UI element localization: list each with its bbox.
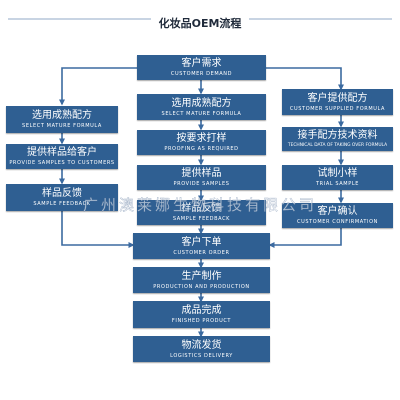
step-label: 客户提供配方 bbox=[307, 92, 368, 104]
step-label: 物流发货 bbox=[181, 339, 222, 351]
step-sublabel: PROVIDE SAMPLES bbox=[173, 181, 230, 187]
step-sublabel: SELECT MATURE FORMULA bbox=[22, 123, 102, 129]
step-provide-samples-left: 提供样品给客户 PROVIDE SAMPLES TO CUSTOMERS bbox=[6, 144, 118, 169]
step-proofing: 按要求打样 PROOFING AS REQUIRED bbox=[137, 130, 266, 155]
step-sublabel: SELECT MATURE FORMULA bbox=[161, 110, 242, 117]
step-production: 生产制作 PRODUCTION AND PRODUCTION bbox=[133, 267, 270, 293]
step-sublabel: LOGISTICS DELIVERY bbox=[170, 352, 233, 359]
step-take-over-formula: 接手配方技术资料 TECHNICAL DATA OF TAKING OVER F… bbox=[282, 127, 393, 151]
step-customer-supplied-formula: 客户提供配方 CUSTOMER SUPPLIED FORMULA bbox=[282, 89, 393, 115]
step-label: 客户确认 bbox=[317, 206, 358, 217]
step-customer-demand: 客户需求 CUSTOMER DEMAND bbox=[137, 55, 266, 80]
connector-demand-to-left bbox=[59, 67, 137, 106]
step-label: 选用成熟配方 bbox=[32, 110, 92, 121]
step-label: 客户需求 bbox=[181, 58, 222, 69]
step-sublabel: SAMPLE FEEDBACK bbox=[33, 201, 91, 207]
step-finished-product: 成品完成 FINISHED PRODUCT bbox=[133, 301, 270, 328]
step-sublabel: CUSTOMER CONFIRMATION bbox=[297, 219, 378, 225]
step-sublabel: FINISHED PRODUCT bbox=[171, 318, 232, 324]
step-sublabel: PRODUCTION AND PRODUCTION bbox=[153, 283, 250, 290]
connector-right-confirm-to-order bbox=[268, 228, 342, 248]
step-label: 按要求打样 bbox=[176, 133, 227, 144]
step-label: 选用成熟配方 bbox=[171, 97, 232, 109]
step-select-formula-left: 选用成熟配方 SELECT MATURE FORMULA bbox=[6, 106, 118, 133]
step-sublabel: TECHNICAL DATA OF TAKING OVER FORMULA bbox=[287, 142, 388, 148]
step-label: 试制小样 bbox=[317, 168, 358, 179]
step-logistics-delivery: 物流发货 LOGISTICS DELIVERY bbox=[133, 336, 270, 362]
step-label: 提供样品给客户 bbox=[27, 147, 97, 158]
step-label: 提供样品 bbox=[181, 168, 222, 179]
step-label: 样品反馈 bbox=[42, 188, 82, 199]
step-label: 接手配方技术资料 bbox=[297, 129, 378, 141]
step-sample-feedback-center: 样品反馈 SAMPLE FEEDBACK bbox=[137, 200, 266, 225]
step-sublabel: PROVIDE SAMPLES TO CUSTOMERS bbox=[9, 160, 115, 166]
step-select-formula-center: 选用成熟配方 SELECT MATURE FORMULA bbox=[137, 94, 266, 120]
step-sublabel: CUSTOMER ORDER bbox=[173, 249, 230, 256]
step-sublabel: CUSTOMER DEMAND bbox=[170, 71, 233, 77]
step-label: 客户下单 bbox=[181, 236, 222, 248]
page-title: 化妆品OEM流程 bbox=[0, 12, 400, 31]
step-sublabel: CUSTOMER SUPPLIED FORMULA bbox=[289, 105, 386, 112]
step-customer-confirmation: 客户确认 CUSTOMER CONFIRMATION bbox=[282, 203, 393, 228]
step-customer-order: 客户下单 CUSTOMER ORDER bbox=[133, 233, 270, 259]
step-provide-samples: 提供样品 PROVIDE SAMPLES bbox=[137, 165, 266, 190]
connector-demand-to-right bbox=[266, 67, 344, 91]
step-sublabel: TRIAL SAMPLE bbox=[316, 181, 359, 187]
step-trial-sample: 试制小样 TRIAL SAMPLE bbox=[282, 165, 393, 190]
step-sublabel: SAMPLE FEEDBACK bbox=[172, 216, 231, 222]
page-title-text: 化妆品OEM流程 bbox=[150, 17, 250, 31]
step-label: 样品反馈 bbox=[181, 203, 222, 214]
step-sample-feedback-left: 样品反馈 SAMPLE FEEDBACK bbox=[6, 184, 118, 211]
connector-left-feedback-to-order bbox=[61, 211, 135, 248]
step-label: 生产制作 bbox=[181, 270, 222, 282]
step-sublabel: PROOFING AS REQUIRED bbox=[164, 146, 239, 152]
step-label: 成品完成 bbox=[181, 305, 222, 316]
